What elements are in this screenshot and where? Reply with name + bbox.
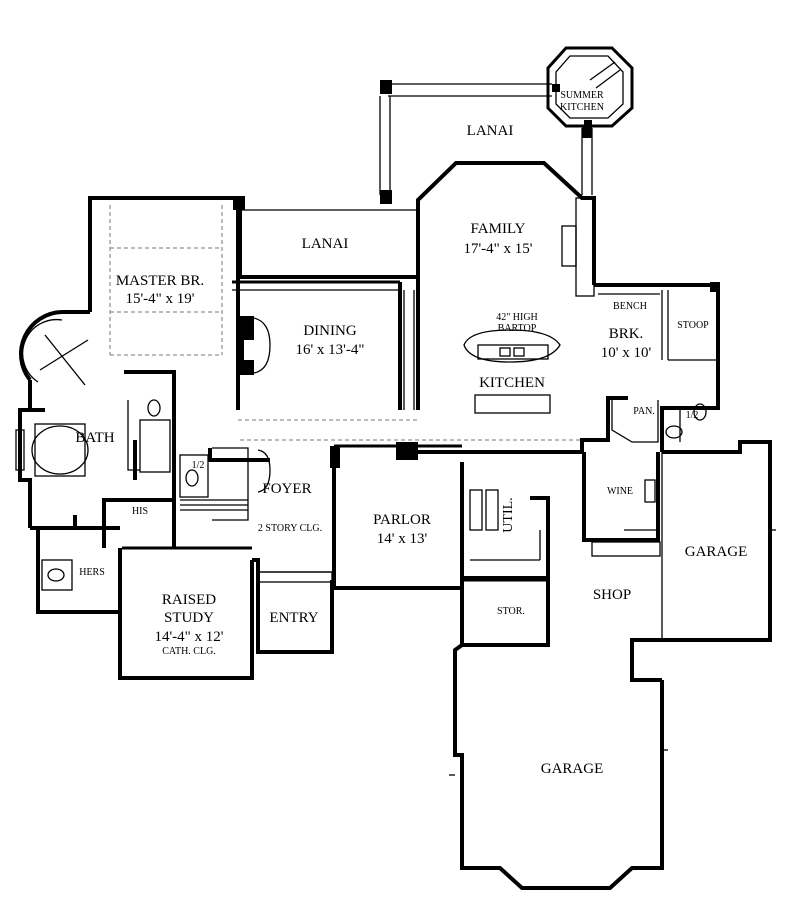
interior-walls [15,197,776,776]
brk-size: 10' x 10' [601,345,652,361]
garage-main-label: GARAGE [541,761,604,777]
study-note: CATH. CLG. [162,646,216,657]
study-label-1: RAISED [162,592,216,608]
master-size: 15'-4" x 19' [125,291,194,307]
rear-lanai-structure [379,80,593,204]
room-labels: SUMMER KITCHEN LANAI FAMILY 17'-4" x 15'… [75,90,747,777]
half-bath-left-label: 1/2 [192,460,205,471]
stoop-label: STOOP [677,320,709,331]
lanai-mid-label: LANAI [302,236,349,252]
bench-label: BENCH [613,301,647,312]
master-label: MASTER BR. [116,273,204,289]
util-label: UTIL. [501,497,516,532]
garage-right-label: GARAGE [685,544,748,560]
hers-closet-label: HERS [79,567,105,578]
bartop-label-2: BARTOP [498,323,537,334]
wine-label: WINE [607,486,633,497]
pantry-label: PAN. [633,406,655,417]
shop-label: SHOP [593,587,631,603]
storage-label: STOR. [497,606,525,617]
lanai-rear-label: LANAI [467,123,514,139]
kitchen-label: KITCHEN [479,375,545,391]
bartop-label-1: 42" HIGH [496,312,538,323]
family-label: FAMILY [471,221,526,237]
parlor-label: PARLOR [373,512,431,528]
entry-label: ENTRY [269,610,318,626]
study-size: 14'-4" x 12' [154,629,223,645]
summer-kitchen-label-2: KITCHEN [560,102,604,113]
foyer-label: FOYER [262,481,311,497]
summer-kitchen-structure [546,46,634,128]
bath-label: BATH [75,430,114,446]
summer-kitchen-label-1: SUMMER [560,90,604,101]
dining-size: 16' x 13'-4" [295,342,364,358]
half-bath-right-label: 1/2 [686,410,699,421]
his-closet-label: HIS [132,506,148,517]
parlor-size: 14' x 13' [377,531,428,547]
family-size: 17'-4" x 15' [463,241,532,257]
foyer-note: 2 STORY CLG. [258,523,322,534]
brk-label: BRK. [609,326,644,342]
study-label-2: STUDY [164,610,214,626]
dining-label: DINING [303,323,356,339]
